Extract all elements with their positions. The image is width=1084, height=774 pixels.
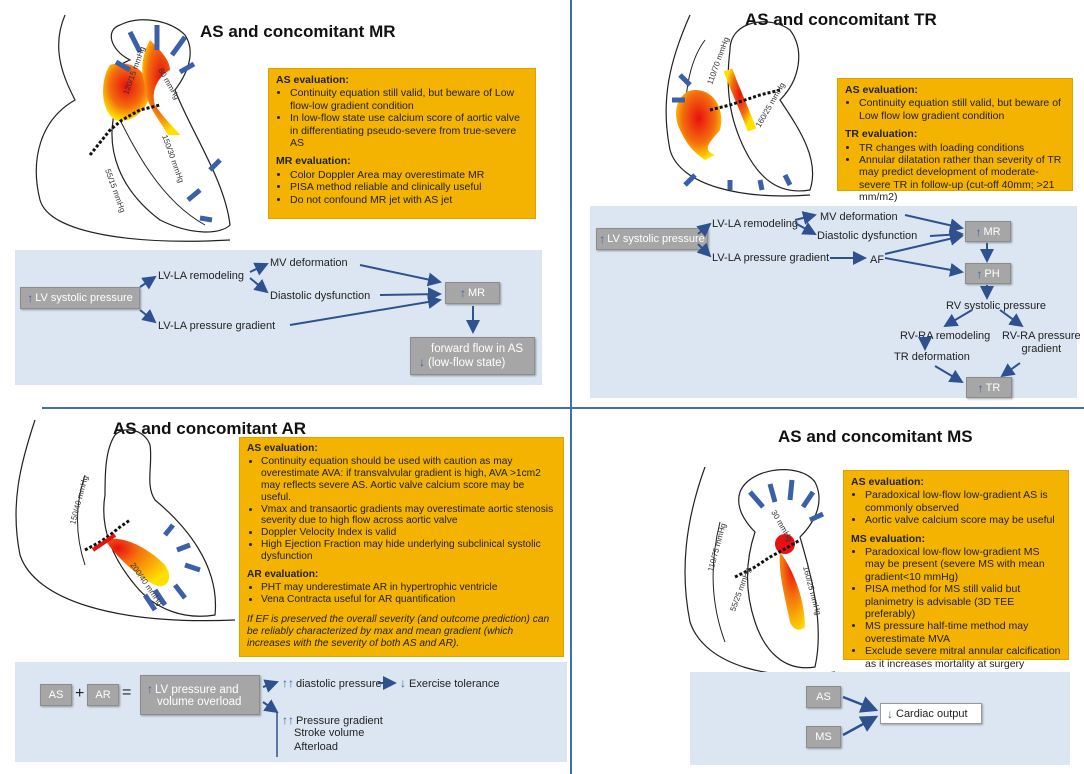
tr-pressure-lv: 160/25 mmHg <box>754 81 787 129</box>
ar-as-heading: AS evaluation: <box>247 443 318 454</box>
mr-flow-arrows <box>139 262 480 334</box>
tr-tr-heading: TR evaluation: <box>845 128 918 141</box>
tr-mr-box: ↑MR <box>965 221 1011 242</box>
mr-as-item: Continuity equation still valid, but bew… <box>290 87 528 112</box>
ar-as-item: Doppler Velocity Index is valid <box>261 527 556 539</box>
tr-quadrant-title: AS and concomitant TR <box>745 10 937 29</box>
ar-diastolic-label: ↑↑diastolic pressure <box>282 676 382 690</box>
mr-mr-item: PISA method reliable and clinically usef… <box>290 181 528 193</box>
tr-tr-item: Annular dilatation rather than severity … <box>859 154 1065 204</box>
ar-ar-item: Vena Contracta useful for AR quantificat… <box>261 594 556 606</box>
ar-as-item: Continuity equation should be used with … <box>261 456 556 504</box>
tr-mv-deformation-label: MV deformation <box>820 211 898 223</box>
ms-quadrant-title: AS and concomitant MS <box>778 427 973 446</box>
ar-quadrant-title: AS and concomitant AR <box>113 419 306 438</box>
mr-heart-illustration: 120/15 mmHg 80 mmHg 150/30 mmHg 55/15 mm… <box>35 14 231 242</box>
tr-tr-item: TR changes with loading conditions <box>859 142 1065 154</box>
tr-as-item: Continuity equation still valid, but bew… <box>859 97 1065 122</box>
mr-lv-pressure-box: ↑LV systolic pressure <box>20 287 140 309</box>
tr-flow-arrows <box>696 211 1024 384</box>
ar-evaluation-box: AS evaluation: Continuity equation shoul… <box>239 437 564 657</box>
ms-ms-box: MS <box>806 726 841 748</box>
mr-gradient-label: LV-LA pressure gradient <box>158 320 276 332</box>
ms-cardiac-output-box: ↓Cardiac output <box>880 703 982 724</box>
tr-evaluation-box: AS evaluation: Continuity equation still… <box>837 78 1073 203</box>
ar-ar-box: AR <box>87 684 119 706</box>
vertical-divider <box>570 0 572 774</box>
ar-ar-heading: AR evaluation: <box>247 569 319 581</box>
ar-as-item: High Ejection Fraction may hide underlyi… <box>261 539 556 563</box>
ms-ms-item: MS pressure half-time method may overest… <box>865 620 1061 645</box>
ms-heart-illustration: 110/75 mmHg 30 mmHg 160/25 mmHg 55/25 mm… <box>684 466 836 676</box>
ar-stroke-volume-label: Stroke volume <box>294 727 365 739</box>
mr-mr-box: ↑MR <box>445 282 500 304</box>
ms-ms-item: PISA method for MS still valid but plani… <box>865 583 1061 620</box>
ms-ms-item: Paradoxical low-flow low-gradient MS may… <box>865 546 1061 583</box>
tr-diastolic-label: Diastolic dysfunction <box>817 230 918 242</box>
ms-as-item: Aortic valve calcium score may be useful <box>865 514 1061 526</box>
mr-pressure-rv: 55/15 mmHg <box>103 168 127 214</box>
ar-as-box: AS <box>40 684 72 706</box>
ar-ar-item: PHT may underestimate AR in hypertrophic… <box>261 582 556 594</box>
mr-mr-heading: MR evaluation: <box>276 155 351 168</box>
mr-as-heading: AS evaluation: <box>276 74 349 86</box>
mr-diastolic-label: Diastolic dysfunction <box>270 290 371 302</box>
ar-plus-sign: + <box>75 685 85 702</box>
ar-flow-panel <box>15 662 567 762</box>
ar-pressure-gradient-label: ↑↑Pressure gradient <box>282 713 383 727</box>
ar-heart-illustration: 150/40 mmHg 200/40 mmHg <box>15 419 236 622</box>
mr-quadrant-title: AS and concomitant MR <box>200 22 396 41</box>
horizontal-divider <box>42 407 1084 409</box>
ms-pressure-lv: 160/25 mmHg <box>801 565 823 616</box>
tr-remodeling-label: LV-LA remodeling <box>712 218 799 230</box>
ms-flow-arrows <box>842 695 879 737</box>
ms-as-item: Paradoxical low-flow low-gradient AS is … <box>865 489 1061 514</box>
tr-as-heading: AS evaluation: <box>845 84 918 96</box>
mr-mr-item: Do not confound MR jet with AS jet <box>290 194 528 206</box>
mr-evaluation-box: AS evaluation: Continuity equation still… <box>268 68 536 219</box>
mr-pressure-lv: 150/30 mmHg <box>160 134 186 184</box>
ar-equals-sign: = <box>122 684 132 701</box>
ms-as-heading: AS evaluation: <box>851 476 924 488</box>
ms-pressure-aorta: 110/75 mmHg <box>706 522 728 572</box>
mr-mv-deformation-label: MV deformation <box>270 257 348 269</box>
ar-flow-arrows <box>262 676 397 757</box>
tr-lv-pressure-box: ↑LV systolic pressure <box>596 228 708 250</box>
tr-tr-box: ↑TR <box>966 377 1012 398</box>
mr-mr-item: Color Doppler Area may overestimate MR <box>290 169 528 181</box>
ar-overload-box: ↑LV pressure and volume overload <box>140 675 260 715</box>
mr-remodeling-label: LV-LA remodeling <box>158 270 245 282</box>
ar-as-item: Vmax and transaortic gradients may overe… <box>261 504 556 528</box>
ar-note: If EF is preserved the overall severity … <box>247 613 550 649</box>
tr-rvra-gradient-label: RV-RA pressure gradient <box>1002 330 1081 355</box>
ar-pressure-aorta: 150/40 mmHg <box>68 475 90 526</box>
ms-evaluation-box: AS evaluation: Paradoxical low-flow low-… <box>843 470 1069 670</box>
tr-af-label: AF <box>870 254 885 266</box>
tr-ph-box: ↑PH <box>965 263 1011 284</box>
mr-as-item: In low-flow state use calcium score of a… <box>290 112 528 149</box>
mr-pressure-la: 80 mmHg <box>156 67 181 102</box>
ms-ms-item: Exclude severe mitral annular calcificat… <box>865 645 1061 670</box>
tr-deformation-label: TR deformation <box>894 351 970 363</box>
tr-heart-illustration: 110/70 mmHg 160/25 mmHg <box>665 14 814 197</box>
ms-as-box: AS <box>806 686 841 708</box>
mr-forward-flow-box: forward flow in AS ↓(low-flow state) <box>410 337 535 375</box>
tr-gradient-label: LV-LA pressure gradient <box>712 252 830 264</box>
tr-rv-pressure-label: RV systolic pressure <box>946 300 1047 312</box>
ar-afterload-label: Afterload <box>294 741 339 753</box>
ar-exercise-label: ↓Exercise tolerance <box>400 676 500 690</box>
ms-ms-heading: MS evaluation: <box>851 532 926 545</box>
